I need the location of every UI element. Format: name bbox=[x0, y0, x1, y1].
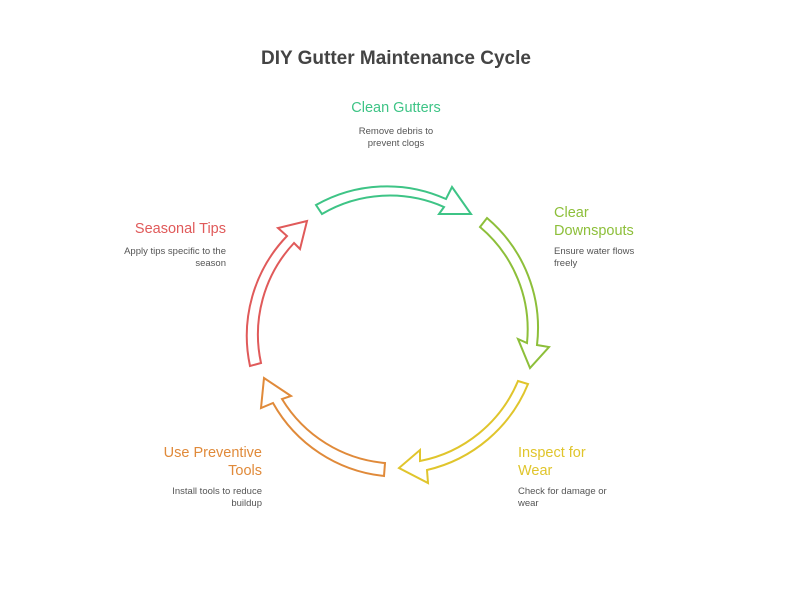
step-desc-use-preventive-tools: Install tools to reduce buildup bbox=[172, 486, 262, 509]
step-title-clean-gutters: Clean Gutters bbox=[351, 100, 441, 116]
step-desc-seasonal-tips: Apply tips specific to the season bbox=[124, 246, 226, 269]
step-title-use-preventive-tools: Use Preventive Tools bbox=[163, 445, 262, 479]
arrow-inspect-for-wear bbox=[397, 379, 530, 485]
diagram-title: DIY Gutter Maintenance Cycle bbox=[261, 48, 531, 69]
arrow-seasonal-tips bbox=[245, 219, 309, 368]
step-desc-clear-downspouts: Ensure water flows freely bbox=[554, 246, 635, 269]
arrow-use-preventive-tools bbox=[259, 376, 387, 478]
arrow-clear-downspouts bbox=[478, 216, 551, 370]
step-title-seasonal-tips: Seasonal Tips bbox=[134, 221, 226, 237]
step-title-clear-downspouts: Clear Downspouts bbox=[554, 205, 634, 239]
step-desc-inspect-for-wear: Check for damage or wear bbox=[518, 486, 607, 509]
arrow-clean-gutters bbox=[314, 185, 473, 216]
step-desc-clean-gutters: Remove debris to prevent clogs bbox=[358, 126, 434, 149]
step-title-inspect-for-wear: Inspect for Wear bbox=[518, 445, 586, 479]
